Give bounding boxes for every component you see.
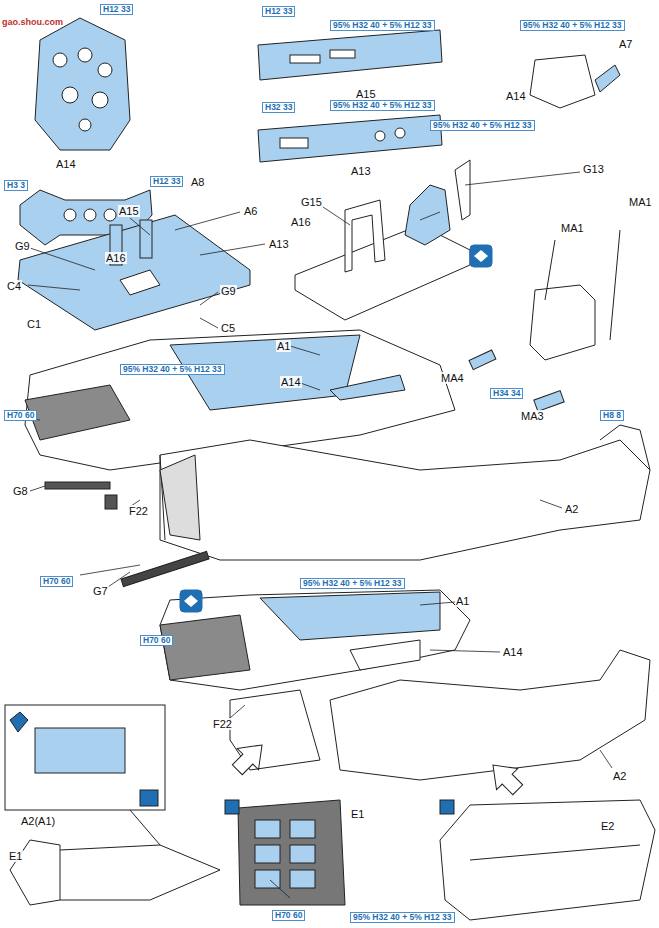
part-number: G7 <box>92 585 109 597</box>
watermark: gao.shou.com <box>2 18 63 28</box>
paint-code: 95% H32 40 + 5% H12 33 <box>350 912 455 923</box>
part-number: MA1 <box>628 196 653 208</box>
part-number: A1 <box>276 340 291 352</box>
part-number: E1 <box>350 808 365 820</box>
part-number: MA1 <box>560 222 585 234</box>
part-number: MA4 <box>440 372 465 384</box>
part-number: C1 <box>26 318 42 330</box>
paint-code: H32 33 <box>262 102 295 113</box>
part-number: A2 <box>612 770 627 782</box>
part-number: C5 <box>220 322 236 334</box>
part-number: A14 <box>505 90 527 102</box>
paint-code: H12 33 <box>150 176 183 187</box>
part-number: A14 <box>280 376 302 388</box>
part-number: A15 <box>355 88 377 100</box>
part-number: A14 <box>502 646 524 658</box>
part-number: A2 <box>564 503 579 515</box>
part-number: G9 <box>220 285 237 297</box>
paint-code: 95% H32 40 + 5% H12 33 <box>330 100 435 111</box>
paint-code: H70 60 <box>4 410 37 421</box>
paint-code: 95% H32 40 + 5% H12 33 <box>120 364 225 375</box>
part-number: A1 <box>455 595 470 607</box>
part-number: F22 <box>128 505 149 517</box>
paint-code: H8 8 <box>600 410 624 421</box>
part-number: G13 <box>582 163 605 175</box>
part-number: G15 <box>300 196 323 208</box>
part-number: A13 <box>268 238 290 250</box>
paint-code: 95% H32 40 + 5% H12 33 <box>300 578 405 589</box>
part-number: G8 <box>12 485 29 497</box>
part-number: A6 <box>243 205 258 217</box>
part-number: A15 <box>118 205 140 217</box>
paint-code: H12 33 <box>262 6 295 17</box>
part-number: A16 <box>105 252 127 264</box>
paint-code: H70 60 <box>40 576 73 587</box>
paint-code: 95% H32 40 + 5% H12 33 <box>430 120 535 131</box>
part-number: A13 <box>350 165 372 177</box>
paint-code: 95% H32 40 + 5% H12 33 <box>330 20 435 31</box>
paint-code: H3 3 <box>4 180 28 191</box>
paint-code: 95% H32 40 + 5% H12 33 <box>520 20 625 31</box>
part-number: G9 <box>14 240 31 252</box>
part-number: E1 <box>8 850 23 862</box>
part-number: A16 <box>290 216 312 228</box>
part-number: A14 <box>55 158 77 170</box>
part-number: A7 <box>618 38 633 50</box>
part-number: A8 <box>190 176 205 188</box>
paint-code: H12 33 <box>100 4 133 15</box>
paint-code: H70 60 <box>272 910 305 921</box>
part-number: F22 <box>212 718 233 730</box>
part-number: MA3 <box>520 410 545 422</box>
paint-code: H34 34 <box>490 388 523 399</box>
part-number: A2(A1) <box>20 815 56 827</box>
part-number: C4 <box>6 280 22 292</box>
part-number: E2 <box>600 820 615 832</box>
paint-code: H70 60 <box>140 635 173 646</box>
